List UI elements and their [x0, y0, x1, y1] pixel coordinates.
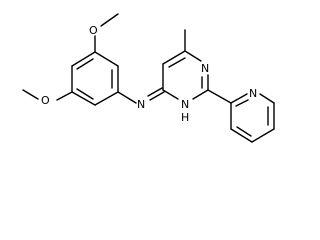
bond-n-c4-double-b [147, 87, 163, 97]
dimethoxyphenyl-ring [71, 51, 119, 106]
atom-n-pyridine: N [249, 87, 257, 100]
bond-o-left-methyl [22, 89, 39, 100]
bond-pym-c2-n3 [192, 89, 209, 100]
bond-pyr-c4-c3-inner [236, 126, 252, 137]
bond-pyrimidine-pyridine [207, 89, 232, 104]
amine-linker [117, 87, 165, 104]
bond-n-c4-double-a [149, 91, 165, 101]
molecule-canvas: O O N N N H N [22, 13, 275, 143]
methoxy-left [22, 89, 73, 101]
atom-o-top: O [89, 24, 98, 37]
atom-n-amine: N [137, 98, 145, 111]
bond-pyr-c2-n1-inner [235, 99, 249, 107]
atom-n-pyrimidine-nh: N [181, 98, 189, 111]
bond-pym-n3-c4 [162, 89, 179, 100]
methoxy-top [94, 13, 119, 53]
bond-c5-o-left [56, 91, 73, 101]
atom-o-left: O [41, 94, 50, 107]
structure-diagram: O O N N N H N [22, 13, 275, 143]
atom-h-amine: H [181, 111, 189, 124]
bond-phenyl-c3-c4 [94, 91, 119, 106]
bond-pyr-c2-n1 [230, 93, 248, 104]
atom-n-pyrimidine-top: N [201, 62, 209, 75]
bond-phenyl-n [117, 91, 137, 104]
pyridine-ring [230, 93, 275, 143]
bond-pyr-c4-c3 [230, 128, 253, 143]
bond-phenyl-c6-c1 [71, 51, 96, 67]
bond-pyr-n1-c6 [259, 93, 275, 104]
bond-phenyl-inner-2 [76, 88, 94, 100]
bond-pym-c5-c6 [162, 50, 186, 65]
pyrimidine-ring [162, 50, 209, 100]
bond-phenyl-c1-c2 [94, 51, 119, 67]
bond-o-top-methyl [100, 13, 119, 27]
bond-pym-c6-n1 [184, 50, 202, 62]
bond-pyr-c5-c4 [251, 128, 275, 143]
bond-phenyl-c4-c5 [71, 91, 96, 106]
bond-phenyl-inner-3 [76, 58, 94, 70]
bond-pym-c5-c6-inner [168, 57, 186, 68]
